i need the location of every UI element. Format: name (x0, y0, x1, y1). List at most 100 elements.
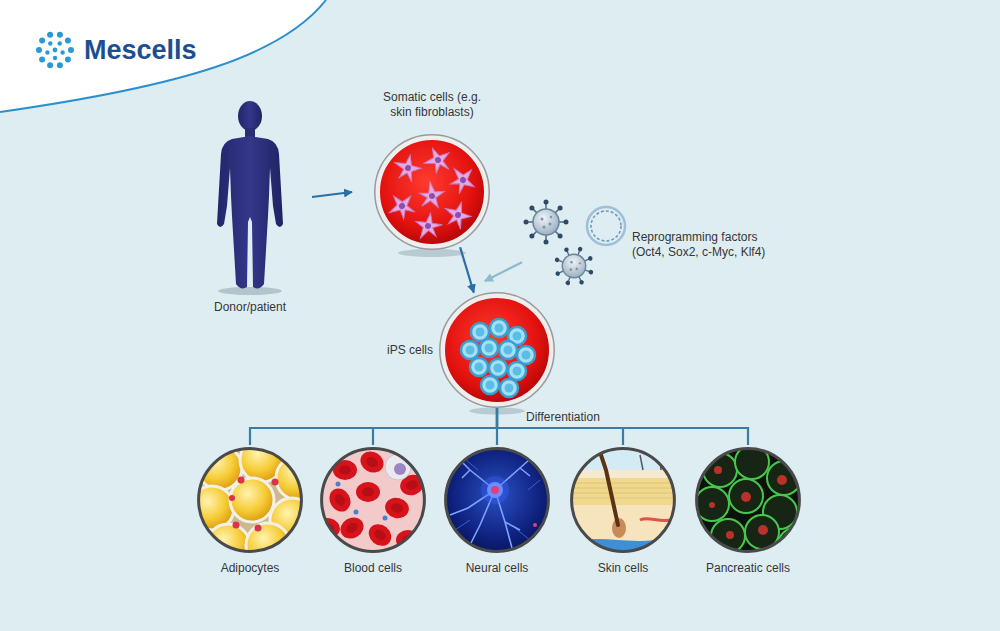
adipocyte-illustration (238, 477, 245, 484)
node-label: Neural cells (466, 561, 529, 576)
person-silhouette (217, 101, 283, 288)
somatic-dish-contents (415, 178, 449, 212)
header-swoosh (0, 0, 326, 112)
petri-dish-rim (443, 296, 552, 405)
logo-icon (39, 56, 45, 62)
neural-cell-illustration (450, 452, 538, 548)
skin-cell-illustration (568, 470, 678, 478)
skin-cell-illustration (568, 505, 678, 557)
blood-cell-illustration (354, 510, 359, 515)
adipocyte-circle: Adipocytes (197, 447, 303, 553)
person-silhouette (238, 101, 262, 131)
adipocyte-illustration (190, 438, 320, 568)
ips-dish-contents (499, 341, 517, 359)
logo-icon (48, 41, 52, 45)
node-label: Donor/patient (190, 300, 310, 315)
person-silhouette (218, 287, 282, 295)
blood-cell-illustration (314, 445, 428, 555)
tissue-circle-outline (570, 447, 676, 553)
petri-dish-edge (440, 293, 554, 407)
neural-cell-illustration (458, 453, 537, 542)
adipocyte-illustration (233, 522, 240, 529)
blood-cell-illustration (318, 445, 428, 555)
tissue-circle-border (572, 449, 675, 552)
differentiation-branch (497, 408, 748, 445)
pancreatic-cell-illustration (714, 466, 722, 474)
skin-cell-illustration (568, 488, 678, 489)
somatic-dish-contents (441, 199, 474, 231)
brand-logo-text: Mescells (84, 34, 197, 66)
somatic-dish-contents (383, 188, 420, 225)
logo-icon (36, 47, 42, 53)
pancreatic-cell-illustration (777, 475, 787, 485)
reprogramming-arrow (485, 262, 522, 281)
pancreatic-cell-illustration (741, 492, 751, 502)
header-swoosh (0, 0, 326, 112)
skin-cell-illustration (568, 478, 678, 505)
node-label: Pancreatic cells (706, 561, 790, 576)
tissue-circle-outline (320, 447, 426, 553)
differentiation-label: Differentiation (526, 410, 600, 424)
tissue-circle-border (697, 449, 800, 552)
differentiation-branch (373, 408, 497, 445)
reprogramming-vectors (587, 207, 625, 245)
somatic-dish-contents (379, 139, 485, 257)
logo-icon (58, 41, 62, 45)
node-label: Skin cells (598, 561, 649, 576)
adipocyte-illustration (190, 438, 320, 568)
skin-cell-illustration (568, 483, 678, 498)
somatic-dish-contents (420, 143, 455, 178)
tissue-circle-border (199, 449, 302, 552)
pancreatic-cell-illustration (726, 531, 734, 539)
skin-cell-illustration (570, 535, 678, 557)
tissue-circle-outline (695, 447, 801, 553)
node-label: Somatic cells (e.g. skin fibroblasts) (373, 90, 491, 120)
logo-icon (53, 56, 57, 60)
logo-icon (39, 38, 45, 44)
node-label: Adipocytes (221, 561, 280, 576)
logo-icon (47, 62, 53, 68)
ips-dish-contents (500, 379, 518, 397)
tissue-circle-border (446, 449, 549, 552)
logo-icon (57, 62, 63, 68)
reprogramming-vectors (524, 200, 626, 292)
adipocyte-illustration (255, 525, 262, 532)
logo-icon (53, 48, 58, 53)
blood-cell-illustration (325, 485, 354, 516)
logo-icon (65, 38, 71, 44)
pancreatic-cell-illustration (758, 525, 768, 535)
reprogramming-vectors (548, 240, 600, 292)
ips-dish-contents (481, 376, 499, 394)
neural-cell-illustration (481, 476, 509, 504)
header-swoosh (0, 0, 326, 112)
pancreatic-cell-illustration (709, 466, 787, 539)
somatic-dish-contents (398, 249, 466, 257)
pancreatic-cell-illustration (778, 528, 812, 562)
logo-icon (57, 32, 63, 38)
adipocyte-illustration (230, 478, 274, 522)
blood-cell-illustration (383, 516, 388, 521)
person-silhouette (217, 136, 283, 288)
process-arrow (460, 247, 474, 292)
differentiation-branch (497, 408, 623, 445)
petri-dish-edge (375, 135, 489, 249)
reprogramming-vectors (591, 211, 621, 241)
somatic-dish-contents (392, 153, 423, 183)
neural-cell-circle: Neural cells (444, 447, 550, 553)
ips-dish-contents (489, 359, 507, 377)
logo-icon (68, 47, 74, 53)
blood-cell-illustration (356, 482, 380, 502)
blood-cell-illustration (396, 530, 420, 550)
tissue-circle-border (322, 449, 425, 552)
logo-icon (65, 56, 71, 62)
skin-cell-illustration (568, 498, 678, 499)
ips-dish-contents (470, 358, 488, 376)
pancreatic-cell-illustration (693, 445, 812, 562)
neural-cell-illustration (487, 482, 503, 498)
node-label: Reprogramming factors (Oct4, Sox2, c-Myc… (632, 230, 778, 260)
differentiation-branch (250, 408, 497, 445)
process-arrow (312, 192, 352, 197)
